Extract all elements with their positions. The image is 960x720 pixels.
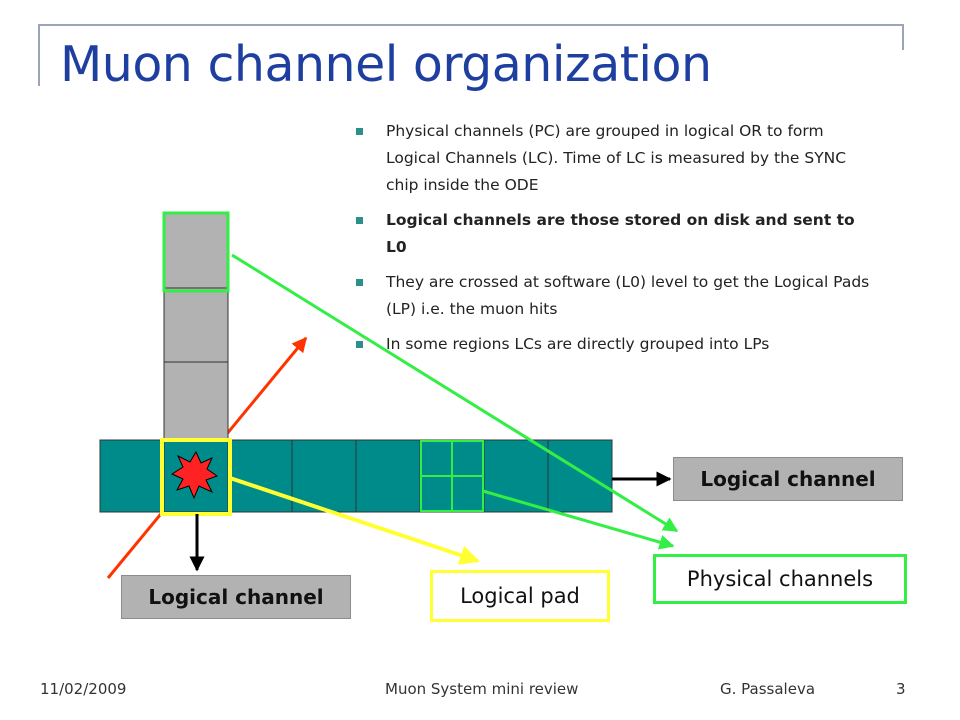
- vertical-gray-strip: [163, 213, 229, 441]
- footer-date: 11/02/2009: [40, 680, 127, 698]
- footer-author: G. Passaleva: [720, 680, 816, 698]
- physical-channel-grid: [420, 440, 484, 512]
- logical-pad-label: Logical pad: [430, 570, 610, 622]
- physical-channels-label: Physical channels: [653, 554, 907, 604]
- yellow-arrow: [229, 476, 480, 565]
- logical-channel-label-right: Logical channel: [673, 457, 903, 501]
- green-highlight-box: [162, 211, 230, 293]
- footer-presentation-title: Muon System mini review: [385, 680, 579, 698]
- hit-explosion-icon: [170, 450, 219, 500]
- green-arrow-from-vertical: [231, 253, 679, 533]
- green-arrow-from-grid: [482, 489, 675, 550]
- bullet-list: Physical channels (PC) are grouped in lo…: [354, 118, 874, 366]
- bullet-item: Logical channels are those stored on dis…: [354, 207, 874, 261]
- decorative-horizontal-line: [38, 24, 904, 26]
- logical-channel-label-left: Logical channel: [121, 575, 351, 619]
- slide-title: Muon channel organization: [60, 36, 712, 93]
- bullet-item: Physical channels (PC) are grouped in lo…: [354, 118, 874, 199]
- decorative-right-tick: [902, 24, 904, 50]
- footer-page-number: 3: [896, 680, 906, 698]
- decorative-vertical-line: [38, 24, 40, 86]
- bullet-item: They are crossed at software (L0) level …: [354, 269, 874, 323]
- bullet-item: In some regions LCs are directly grouped…: [354, 331, 874, 358]
